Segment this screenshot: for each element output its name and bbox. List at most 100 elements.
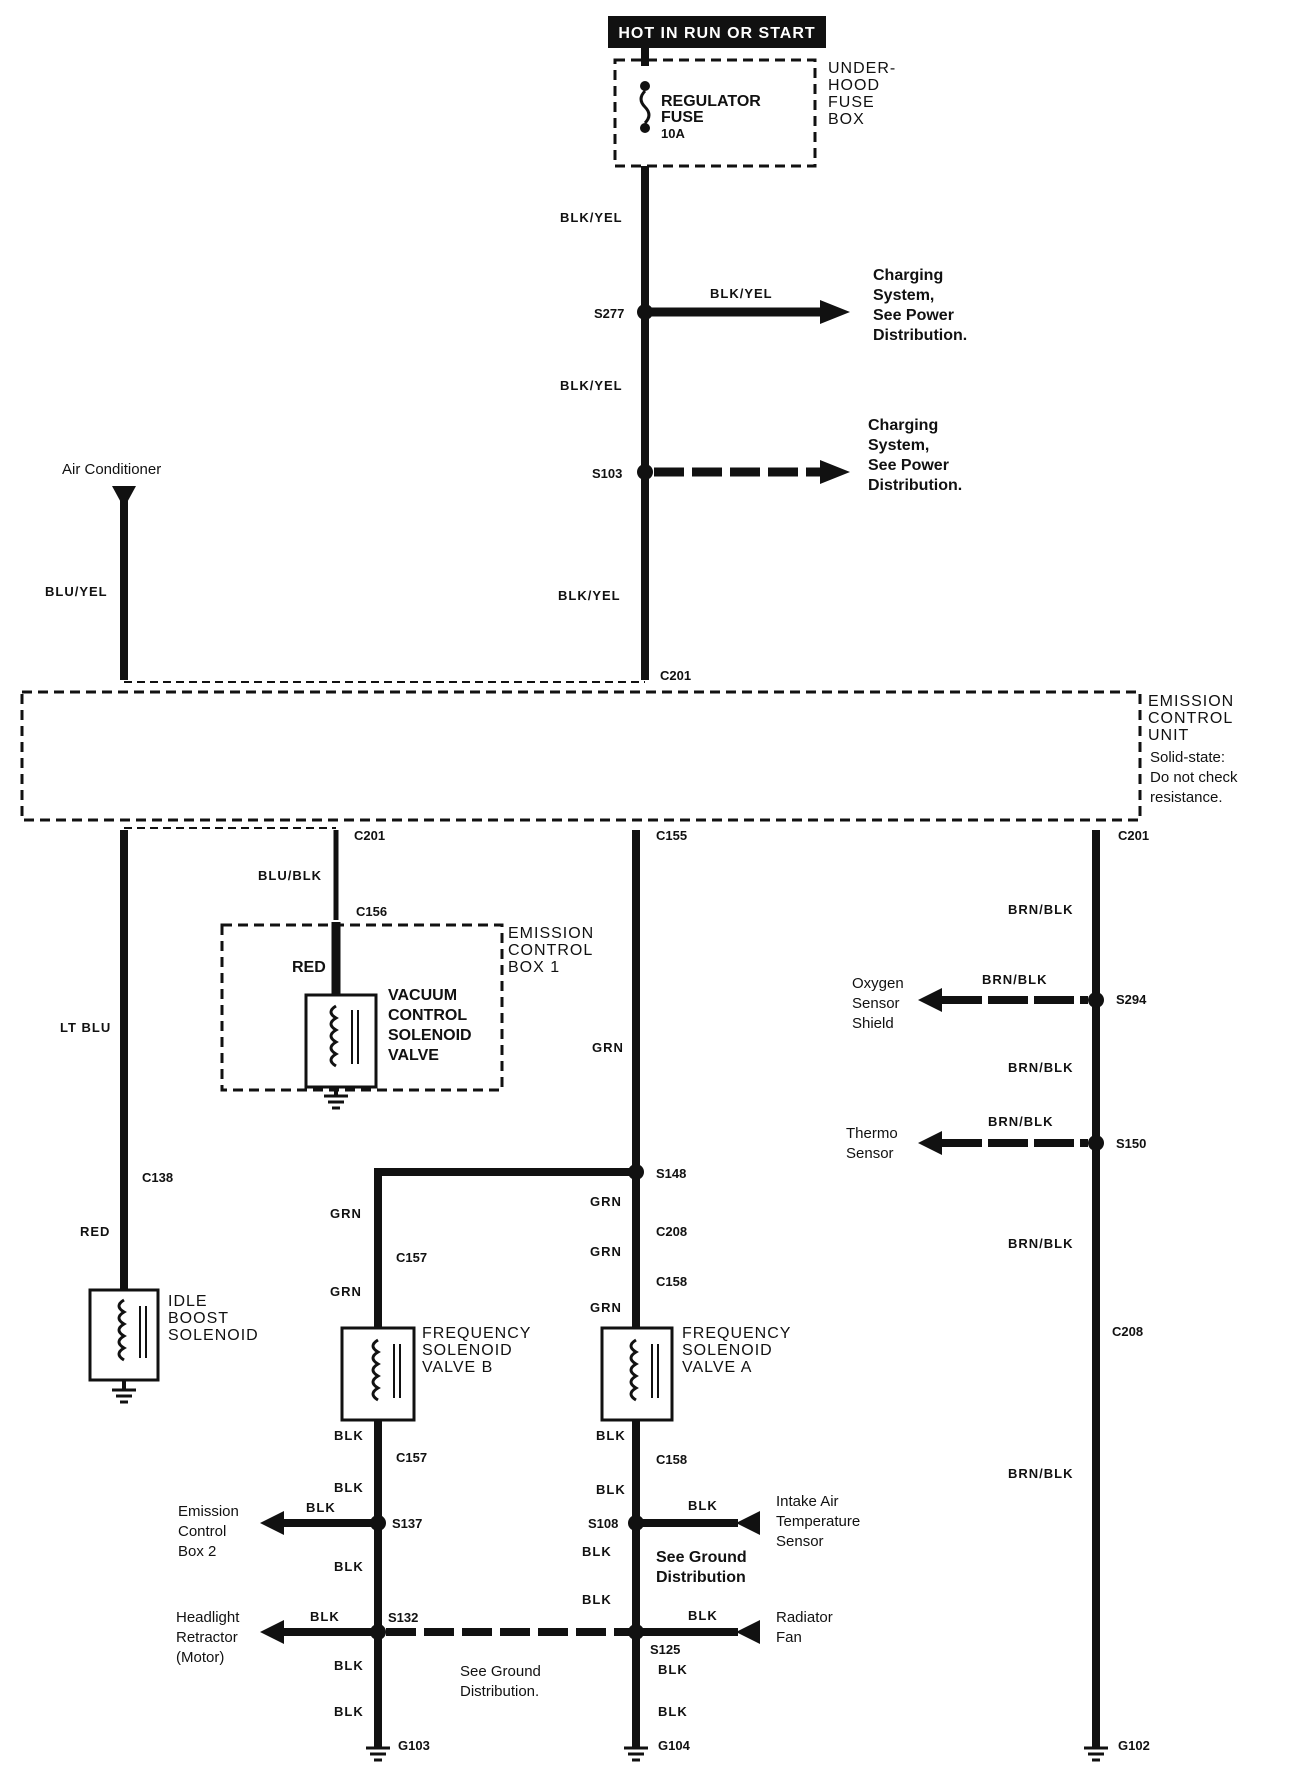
- fuse-box-label-3: FUSE: [828, 94, 875, 111]
- arrow-left-icon: [918, 1131, 942, 1155]
- conn-c138: C138: [142, 1170, 173, 1185]
- freq-b-label-1: FREQUENCY: [422, 1325, 531, 1342]
- ground-icon: [112, 1380, 136, 1404]
- fuse-name-1: REGULATOR: [661, 93, 761, 110]
- emission-box2-label-1: Emission: [178, 1503, 239, 1520]
- charging2-l2: System,: [868, 437, 929, 454]
- wire-label-blk-a1: BLK: [596, 1428, 626, 1443]
- charging1-l2: System,: [873, 287, 934, 304]
- radiator-label-1: Radiator: [776, 1609, 833, 1626]
- fuse-box-label-4: BOX: [828, 111, 865, 128]
- vacuum-label-4: VALVE: [388, 1047, 439, 1064]
- ecbox1-label-3: BOX 1: [508, 959, 560, 976]
- freq-a-label-3: VALVE A: [682, 1359, 752, 1376]
- arrow-down-icon: [112, 486, 136, 508]
- wire-label-idle-lower: RED: [80, 1224, 110, 1239]
- wire-label-blk-radiator: BLK: [688, 1608, 718, 1623]
- conn-c155: C155: [656, 828, 687, 843]
- oxygen-label-3: Shield: [852, 1015, 894, 1032]
- see-ground2-label-1: See Ground: [460, 1663, 541, 1680]
- wire-label-brn2: BRN/BLK: [1008, 1060, 1074, 1075]
- conn-c208-mid: C208: [656, 1224, 687, 1239]
- emission-control-box-1: [220, 923, 504, 1092]
- emission-control-unit: [20, 690, 1142, 822]
- fuse-name-2: FUSE: [661, 109, 704, 126]
- conn-c157-top: C157: [396, 1250, 427, 1265]
- wire-label-blk-b5: BLK: [334, 1704, 364, 1719]
- coil-icon: [629, 1338, 639, 1402]
- intake-label-3: Sensor: [776, 1533, 824, 1550]
- wire-label-top2: BLK/YEL: [560, 378, 623, 393]
- conn-s125: S125: [650, 1642, 680, 1657]
- wire-label-blk-a4: BLK: [582, 1592, 612, 1607]
- conn-c201-top: C201: [660, 668, 691, 683]
- wire-label-grn-b2: GRN: [330, 1284, 362, 1299]
- wire-label-blk-b4: BLK: [334, 1658, 364, 1673]
- ecu-title-1: EMISSION: [1148, 693, 1234, 710]
- freq-a-label-1: FREQUENCY: [682, 1325, 791, 1342]
- vacuum-label-2: CONTROL: [388, 1007, 467, 1024]
- conn-s137: S137: [392, 1516, 422, 1531]
- wire-label-blk-emission2: BLK: [306, 1500, 336, 1515]
- wire-label-top1: BLK/YEL: [560, 210, 623, 225]
- wire-label-blk-b1: BLK: [334, 1428, 364, 1443]
- wire-label-ac: BLU/YEL: [45, 584, 108, 599]
- arrow-left-icon: [260, 1620, 284, 1644]
- wire-label-vac-lower: RED: [292, 959, 326, 976]
- conn-c158-top: C158: [656, 1274, 687, 1289]
- see-ground1-label-1: See Ground: [656, 1549, 747, 1566]
- intake-label-2: Temperature: [776, 1513, 860, 1530]
- frequency-solenoid-b: [340, 1326, 416, 1422]
- wire-label-blk-a2: BLK: [596, 1482, 626, 1497]
- wire-label-brn3: BRN/BLK: [1008, 1236, 1074, 1251]
- charging2-l3: See Power: [868, 457, 949, 474]
- ground-icon: [366, 1746, 390, 1762]
- frequency-solenoid-a: [600, 1326, 674, 1422]
- headlight-label-2: Retractor: [176, 1629, 238, 1646]
- ecu-note-3: resistance.: [1150, 789, 1223, 806]
- vacuum-label-1: VACUUM: [388, 987, 457, 1004]
- freq-a-label-2: SOLENOID: [682, 1342, 773, 1359]
- conn-c201-left: C201: [354, 828, 385, 843]
- hot-label-box: [608, 16, 826, 48]
- conn-c156: C156: [356, 904, 387, 919]
- conn-s132: S132: [388, 1610, 418, 1625]
- conn-c158-bot: C158: [656, 1452, 687, 1467]
- charging2-l1: Charging: [868, 417, 938, 434]
- wire-label-grn-main: GRN: [592, 1040, 624, 1055]
- ecbox1-label-1: EMISSION: [508, 925, 594, 942]
- wire-label-idle-upper: LT BLU: [60, 1020, 111, 1035]
- thermo-label-2: Sensor: [846, 1145, 894, 1162]
- vacuum-solenoid: [304, 993, 378, 1089]
- ecu-note-1: Solid-state:: [1150, 749, 1225, 766]
- wire-label-blk-intake: BLK: [688, 1498, 718, 1513]
- wire-label-blk-a5: BLK: [658, 1662, 688, 1677]
- conn-s294: S294: [1116, 992, 1147, 1007]
- wire-label-vac-upper: BLU/BLK: [258, 868, 322, 883]
- wire-label-blk-headlight: BLK: [310, 1609, 340, 1624]
- see-ground1-label-2: Distribution: [656, 1569, 746, 1586]
- conn-g104: G104: [658, 1738, 691, 1753]
- idle-label-3: SOLENOID: [168, 1327, 259, 1344]
- arrow-left-icon: [736, 1620, 760, 1644]
- charging1-l4: Distribution.: [873, 327, 967, 344]
- ecu-title-2: CONTROL: [1148, 710, 1233, 727]
- wire-label-brn1: BRN/BLK: [1008, 902, 1074, 917]
- fuse-box-label-1: UNDER-: [828, 60, 896, 77]
- freq-b-label-3: VALVE B: [422, 1359, 493, 1376]
- coil-icon: [117, 1298, 127, 1362]
- freq-b-label-2: SOLENOID: [422, 1342, 513, 1359]
- headlight-label-3: (Motor): [176, 1649, 224, 1666]
- ground-icon: [624, 1746, 648, 1762]
- wire-label-top3: BLK/YEL: [558, 588, 621, 603]
- fuse-box: [613, 58, 817, 168]
- idle-label-2: BOOST: [168, 1310, 229, 1327]
- wire-label-grn-a2: GRN: [590, 1244, 622, 1259]
- headlight-label-1: Headlight: [176, 1609, 240, 1626]
- oxygen-label-2: Sensor: [852, 995, 900, 1012]
- radiator-label-2: Fan: [776, 1629, 802, 1646]
- wire-label-grn-b1: GRN: [330, 1206, 362, 1221]
- arrow-left-icon: [736, 1511, 760, 1535]
- intake-label-1: Intake Air: [776, 1493, 839, 1510]
- charging1-l3: See Power: [873, 307, 954, 324]
